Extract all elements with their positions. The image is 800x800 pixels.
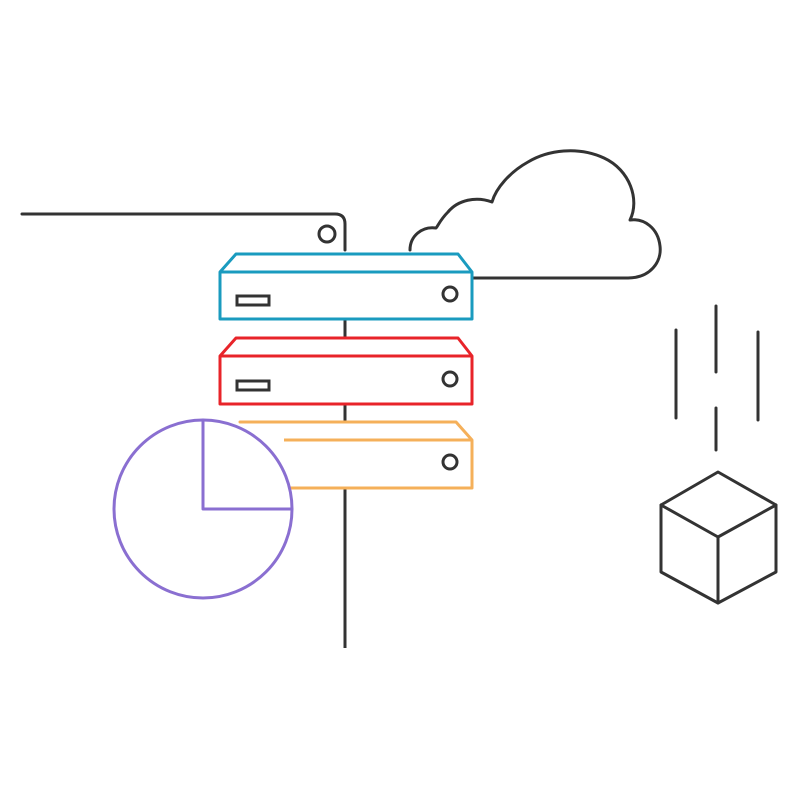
server-top-slot-icon xyxy=(235,294,271,307)
cloud-icon xyxy=(408,149,662,280)
server-bottom-led-icon xyxy=(441,453,459,471)
connector-terminal-icon xyxy=(317,224,337,244)
connector-line xyxy=(20,212,347,252)
falling-motion-lines-icon xyxy=(674,304,760,452)
server-middle-led-icon xyxy=(441,370,459,388)
server-top xyxy=(218,252,474,321)
server-middle xyxy=(218,336,474,406)
server-middle-slot-icon xyxy=(235,379,271,392)
pie-chart-icon xyxy=(112,418,294,600)
cube-icon xyxy=(659,470,778,605)
server-top-led-icon xyxy=(441,285,459,303)
pie-slice xyxy=(201,418,294,511)
server-bottom xyxy=(238,420,474,490)
